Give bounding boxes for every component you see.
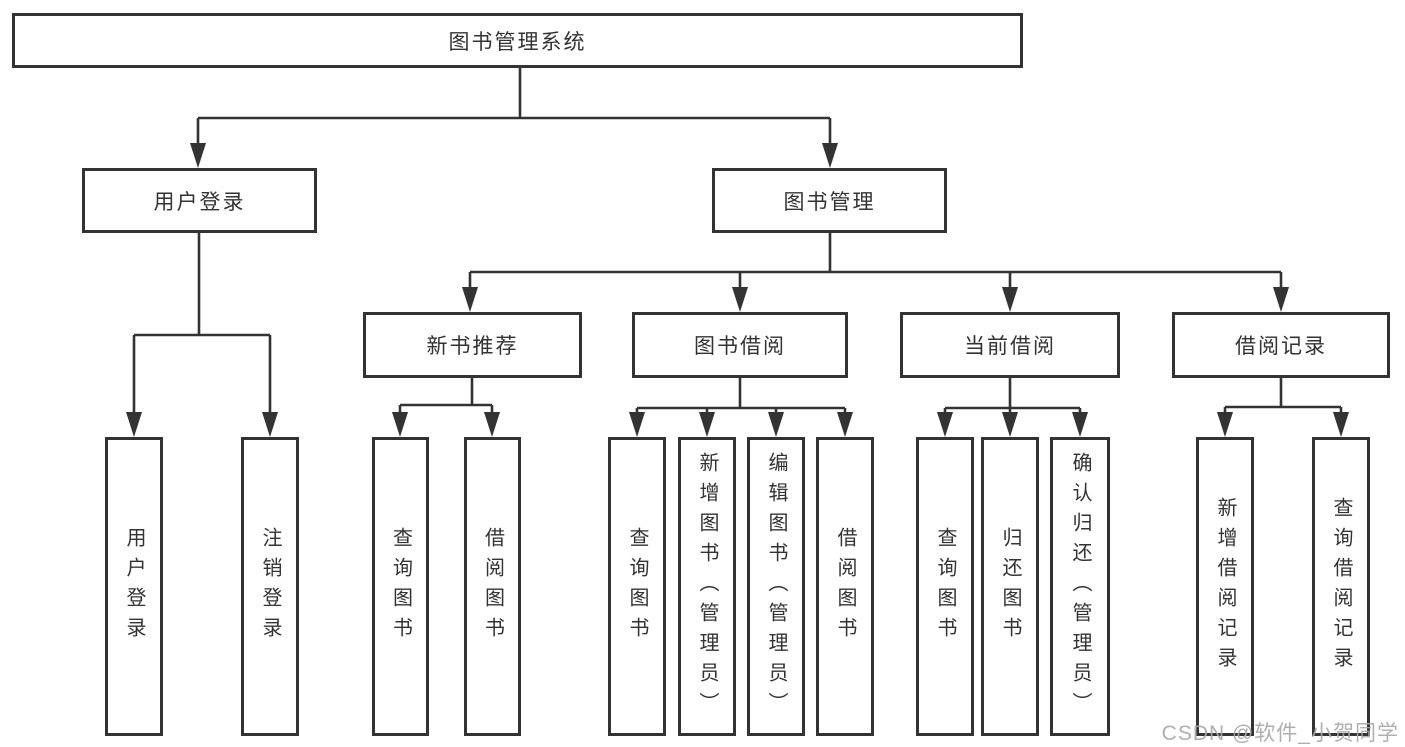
node-label: 编辑图书（管理员） [765, 451, 787, 722]
node-label: 注销登录 [259, 526, 281, 647]
node-label: 图书管理 [783, 190, 876, 214]
leaf-current-return-book: 归还图书 [981, 437, 1039, 736]
node-new-book-recommend: 新书推荐 [363, 312, 582, 378]
node-label: 借阅记录 [1235, 335, 1327, 358]
leaf-current-confirm-return-admin: 确认归还（管理员） [1050, 437, 1110, 736]
leaf-borrowing-borrow-book: 借阅图书 [816, 437, 874, 736]
node-label: 借阅图书 [481, 526, 504, 647]
leaf-records-query-record: 查询借阅记录 [1312, 437, 1370, 736]
leaf-newbook-query-book: 查询图书 [372, 437, 429, 736]
node-book-borrowing: 图书借阅 [632, 312, 848, 378]
leaf-current-query-book: 查询图书 [916, 437, 974, 736]
arrowhead-icons [126, 143, 1349, 437]
node-label: 查询图书 [934, 526, 956, 647]
node-label: 借阅图书 [834, 526, 856, 647]
csdn-watermark: CSDN @软件_小贺同学 [1161, 722, 1399, 745]
leaf-borrowing-query-book: 查询图书 [608, 437, 666, 736]
node-label: 确认归还（管理员） [1069, 451, 1091, 722]
node-current-borrowing: 当前借阅 [900, 312, 1120, 378]
node-label: 新增借阅记录 [1214, 496, 1236, 677]
node-label: 查询图书 [626, 526, 648, 647]
leaf-newbook-borrow-book: 借阅图书 [464, 437, 521, 736]
node-label: 新增图书（管理员） [696, 451, 718, 722]
leaf-logout: 注销登录 [241, 437, 299, 736]
node-book-management: 图书管理 [712, 168, 947, 233]
leaf-user-login: 用户登录 [105, 437, 163, 736]
node-borrowing-records: 借阅记录 [1172, 312, 1390, 378]
node-label: 图书管理系统 [448, 30, 587, 54]
node-label: 用户登录 [153, 190, 246, 214]
node-library-management-system: 图书管理系统 [12, 13, 1023, 68]
node-label: 归还图书 [999, 526, 1021, 647]
node-label: 查询借阅记录 [1330, 496, 1352, 677]
leaf-records-add-record: 新增借阅记录 [1196, 437, 1254, 736]
node-label: 图书借阅 [694, 335, 786, 358]
node-label: 查询图书 [389, 526, 412, 647]
node-label: 当前借阅 [964, 335, 1056, 358]
node-user-login: 用户登录 [82, 168, 317, 233]
node-label: 用户登录 [123, 526, 145, 647]
leaf-borrowing-add-book-admin: 新增图书（管理员） [678, 437, 736, 736]
node-label: 新书推荐 [426, 335, 519, 358]
leaf-borrowing-edit-book-admin: 编辑图书（管理员） [747, 437, 805, 736]
